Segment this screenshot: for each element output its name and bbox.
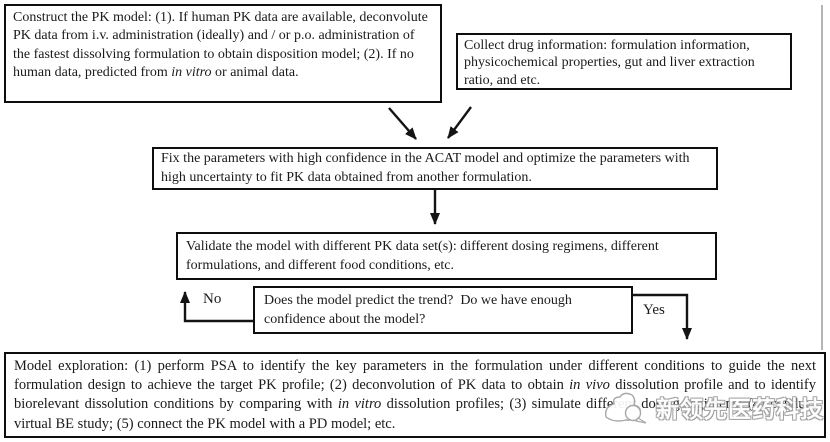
no-branch-label: No [203,291,222,307]
explore-text-invitro: in vitro [337,396,382,413]
validate-model-box: Validate the model with different PK dat… [176,232,717,280]
decision-box: Does the model predict the trend? Do we … [253,286,633,334]
connector-collect-to-fix [447,106,472,139]
fix-text: Fix the parameters with high confidence … [161,151,690,185]
explore-text-1: Model exploration: (1) perform PSA to id… [14,358,816,394]
yes-branch-label: Yes [643,302,665,318]
fix-parameters-box: Fix the parameters with high confidence … [152,147,718,190]
collect-text: Collect drug information: formulation in… [464,38,755,88]
model-exploration-box: Model exploration: (1) perform PSA to id… [4,352,826,438]
collect-drug-info-box: Collect drug information: formulation in… [456,33,792,90]
construct-pk-model-box: Construct the PK model: (1). If human PK… [4,4,442,103]
validate-text: Validate the model with different PK dat… [186,239,659,273]
decision-text: Does the model predict the trend? Do we … [264,293,572,327]
connector-construct-to-fix [388,107,417,140]
explore-text-2: dissolution profile and to identify bior… [14,377,816,413]
construct-text-italic: in vitro [171,64,212,80]
construct-text: Construct the PK model: (1). If human PK… [13,10,428,80]
construct-text-end: or animal data. [211,64,299,80]
page-edge-line [821,5,823,350]
explore-text-3: dissolution profiles; (3) simulate diffe… [14,396,816,432]
explore-text-invivo: in vivo [569,377,610,394]
